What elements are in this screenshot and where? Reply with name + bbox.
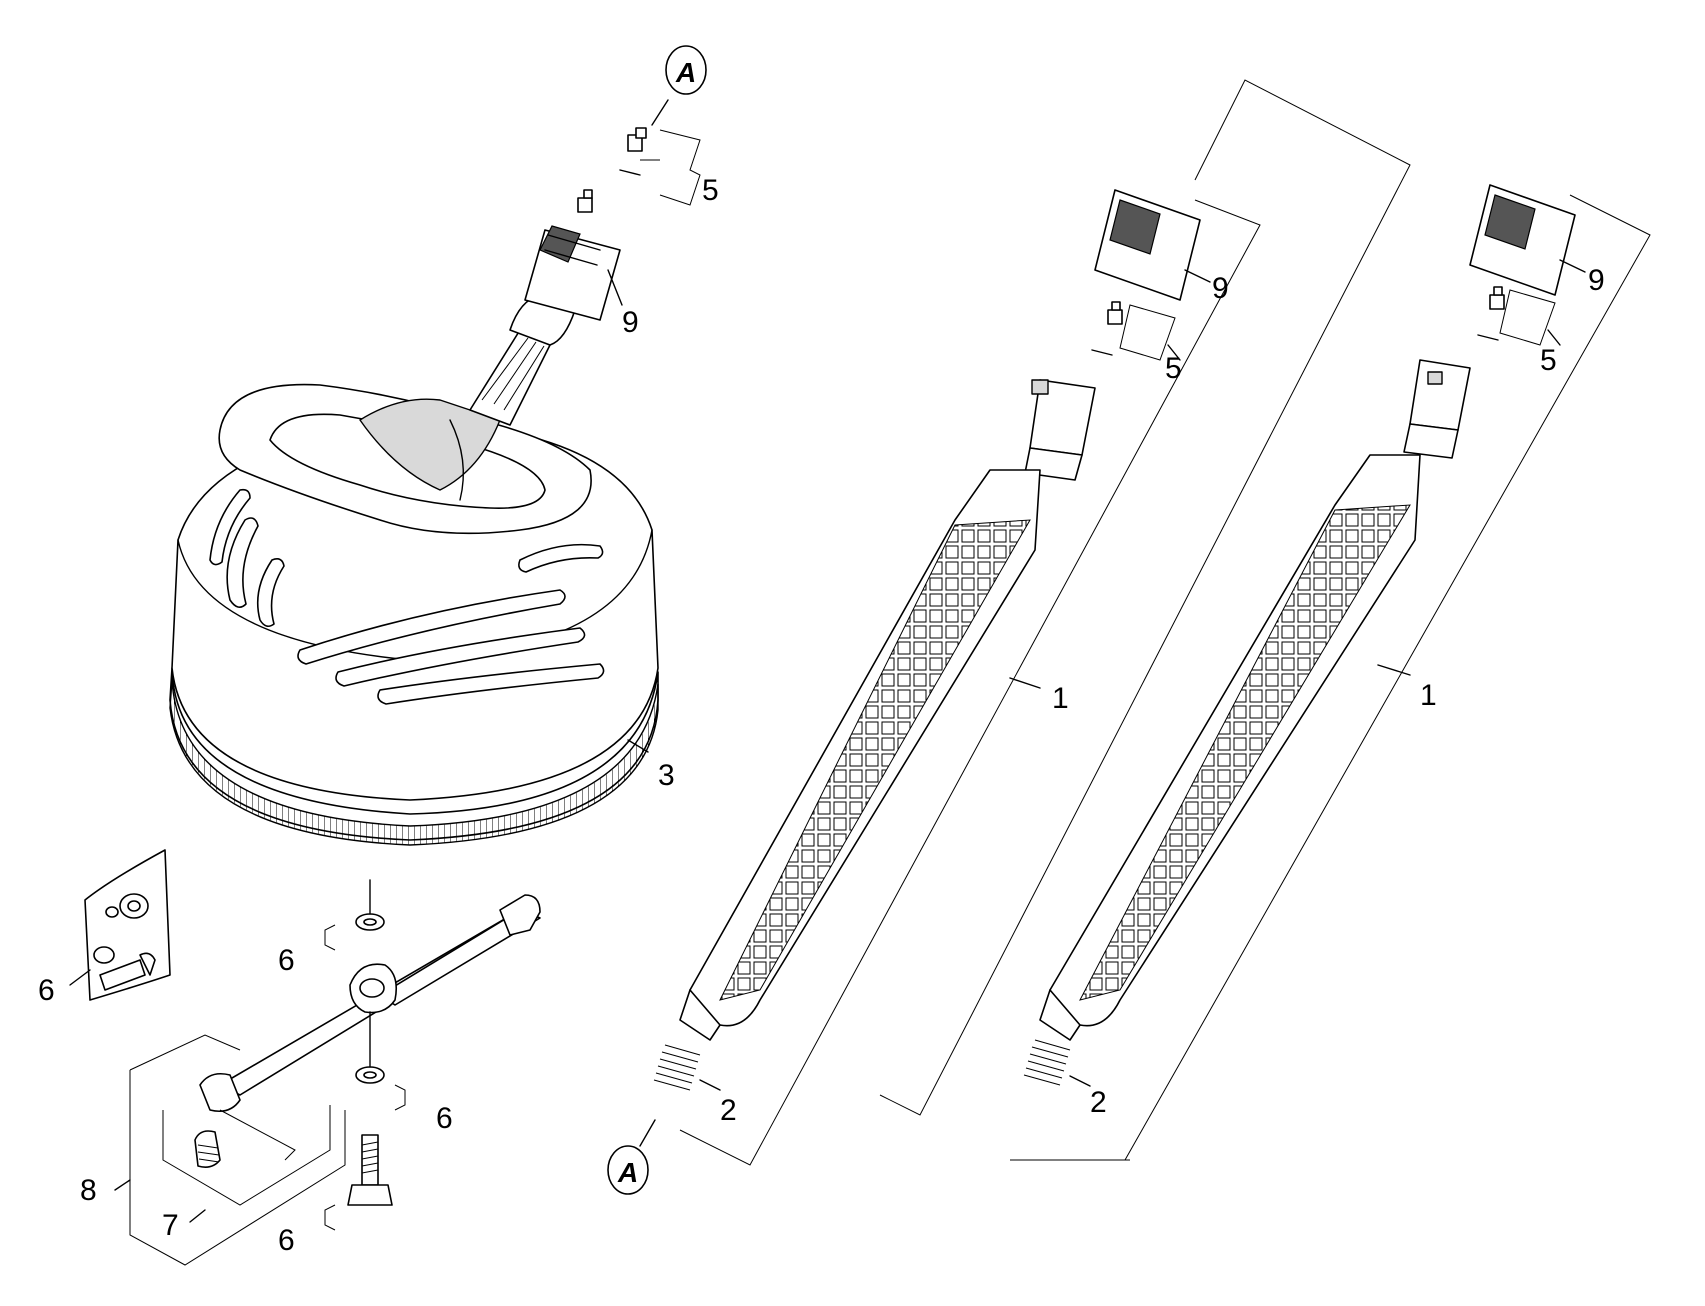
callout-2-right: 2 — [1090, 1086, 1107, 1119]
lance-bracket-frames — [679, 79, 1651, 1166]
marker-label-top: A — [675, 57, 696, 88]
seal-kit-card — [84, 849, 171, 1001]
callout-6-arm-lower: 6 — [436, 1102, 453, 1135]
extension-lance-right — [1023, 184, 1576, 1086]
spring-left — [653, 1044, 701, 1091]
marker-label-bottom: A — [617, 1157, 638, 1188]
lance-leaders — [699, 259, 1586, 1091]
callout-9-lance-left: 9 — [1212, 272, 1229, 305]
cleaner-nozzle-parts — [577, 127, 647, 213]
cleaner-handle-loop — [218, 383, 592, 535]
callout-8: 8 — [80, 1174, 97, 1207]
callout-1-left: 1 — [1052, 682, 1069, 715]
callout-6-arm-upper: 6 — [278, 944, 295, 977]
nozzle-jet — [194, 1130, 221, 1168]
callout-5-cleaner: 5 — [702, 174, 719, 207]
callout-6-kit: 6 — [38, 974, 55, 1007]
arm-leaders — [69, 969, 206, 1223]
connection-marker-bottom: A — [607, 1119, 656, 1195]
callout-5-lance-left: 5 — [1165, 352, 1182, 385]
callout-labels: 5 9 3 9 5 1 2 9 5 1 2 6 6 6 8 7 6 — [38, 174, 1605, 1257]
cleaner-lance-stem — [469, 294, 576, 426]
spray-arm-assembly — [84, 849, 541, 1266]
callout-6-bolt: 6 — [278, 1224, 295, 1257]
callout-7: 7 — [162, 1209, 179, 1242]
connection-marker-top: A — [665, 45, 707, 95]
callout-9-lance-right: 9 — [1588, 264, 1605, 297]
callout-5-lance-right: 5 — [1540, 344, 1557, 377]
callout-2-left: 2 — [720, 1094, 737, 1127]
callout-9-cleaner: 9 — [622, 306, 639, 339]
housing-slots — [209, 445, 605, 705]
surface-cleaner-assembly — [169, 127, 659, 846]
cleaner-coupling — [524, 225, 621, 321]
brush-ring — [169, 667, 659, 846]
cleaner-leaders — [607, 99, 701, 753]
spring-right — [1023, 1039, 1071, 1086]
extension-lance-left — [653, 189, 1201, 1091]
callout-3: 3 — [658, 759, 675, 792]
callout-1-right: 1 — [1420, 679, 1437, 712]
